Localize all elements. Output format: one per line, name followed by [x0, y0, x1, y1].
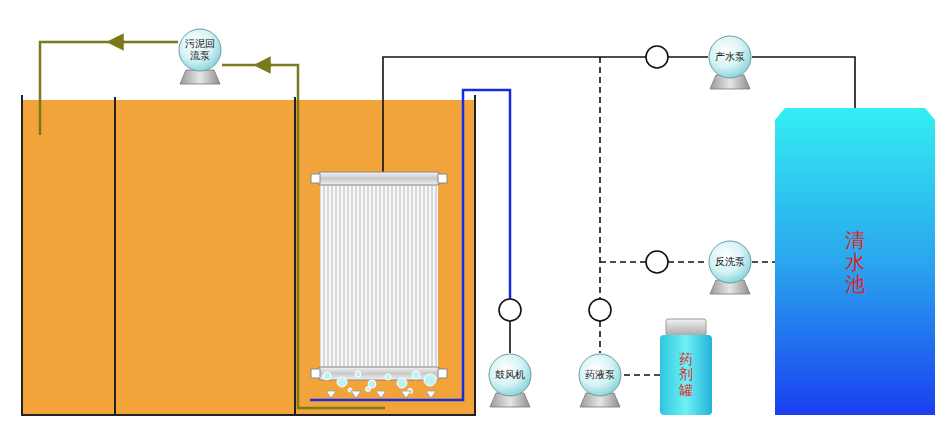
air-pipe	[509, 321, 511, 353]
permeate-pipe	[383, 57, 646, 172]
flow-arrow	[115, 41, 125, 44]
sludge-return-pump: 污泥回流泵	[178, 28, 222, 72]
header-cap	[438, 174, 447, 183]
text-holder: 药液泵	[585, 369, 615, 381]
sludge-return-pipe	[40, 42, 178, 135]
pump-circle	[489, 354, 531, 396]
pipe-connector	[752, 261, 775, 263]
clear-water-tank: 清水池	[775, 108, 935, 415]
chemical-pump: 药液泵	[578, 353, 622, 397]
tank-cap	[666, 319, 706, 336]
text-holder: 反洗泵	[715, 256, 745, 268]
pump-label: 反洗泵	[715, 256, 745, 268]
tank-wall	[22, 95, 475, 415]
permeate-pipe	[668, 56, 708, 58]
text-holder: 污泥回流泵	[184, 38, 216, 62]
text-holder: 清水池	[845, 229, 865, 295]
tank-divider	[294, 97, 296, 415]
membrane-fibers	[320, 184, 438, 368]
diffuser	[326, 391, 436, 398]
text-holder: 产水泵	[715, 51, 745, 63]
tank-liquid	[22, 100, 475, 415]
tank-label: 药剂罐	[679, 352, 693, 398]
text-holder: 鼓风机	[495, 369, 525, 381]
membrane-header	[318, 172, 440, 185]
pipe-connector	[622, 374, 660, 376]
backwash-pump: 反洗泵	[708, 240, 752, 284]
valve	[499, 46, 668, 321]
tank-label: 清水池	[845, 229, 865, 295]
pump-label: 污泥回流泵	[184, 38, 216, 62]
header-cap	[311, 369, 320, 378]
pump-circle	[709, 241, 751, 283]
chemical-tank: 药剂罐	[660, 335, 712, 415]
permeate-pump: 产水泵	[708, 35, 752, 79]
pump-label: 鼓风机	[495, 369, 525, 381]
pump-circle	[709, 36, 751, 78]
pump-circle	[179, 29, 221, 71]
pump-circle	[579, 354, 621, 396]
pump-label: 药液泵	[585, 369, 615, 381]
backwash-pipe	[600, 261, 646, 263]
text-holder: 药剂罐	[679, 352, 693, 398]
pipe-connector	[752, 57, 855, 108]
header-cap	[311, 174, 320, 183]
backwash-pipe	[668, 261, 708, 263]
pool-body	[775, 108, 935, 415]
membrane-header	[318, 367, 440, 380]
pump-label: 产水泵	[715, 51, 745, 63]
tank-body	[660, 335, 712, 415]
air-bubbles	[323, 371, 436, 394]
flow-arrow	[262, 64, 272, 67]
chemical-pipe	[599, 321, 601, 353]
header-cap	[438, 369, 447, 378]
air-pipe	[310, 90, 510, 400]
blower: 鼓风机	[488, 353, 532, 397]
tank-divider	[114, 97, 116, 415]
